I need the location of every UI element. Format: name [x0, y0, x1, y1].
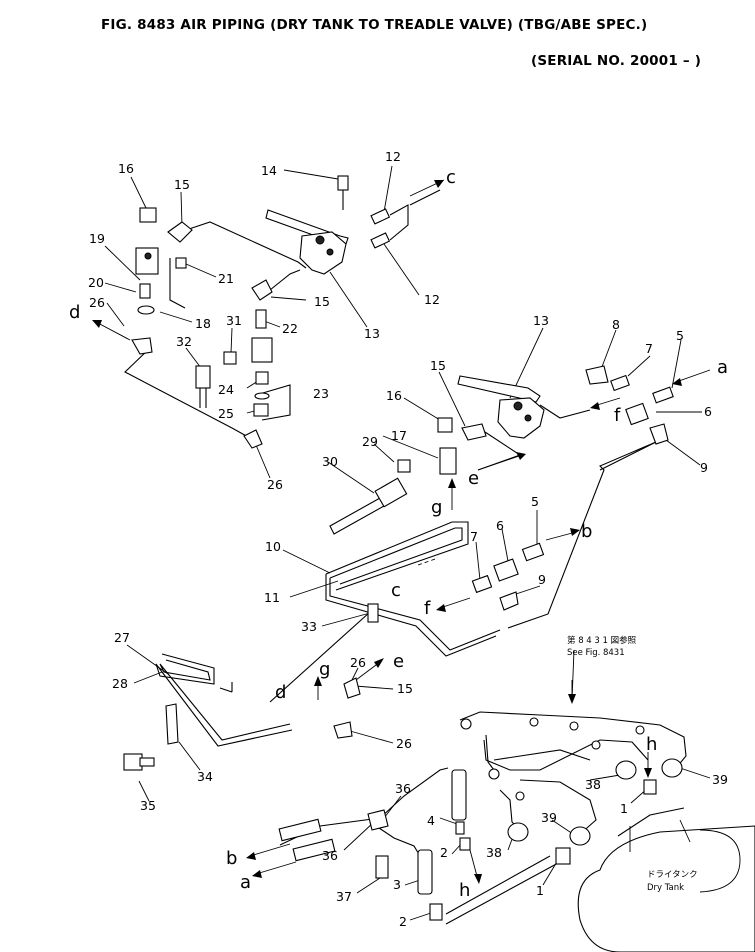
- dry-tank: [577, 819, 755, 952]
- label-10: 10: [265, 539, 281, 554]
- label-15: 15: [397, 681, 413, 696]
- label-35: 35: [140, 798, 156, 813]
- label-15: 15: [314, 294, 330, 309]
- tank-label-en: Dry Tank: [647, 883, 684, 893]
- treadle-valve-upper: [265, 175, 349, 275]
- label-23: 23: [313, 386, 329, 401]
- reference-note-jp: 第 8 4 3 1 図参照: [567, 635, 637, 646]
- label-26: 26: [267, 477, 283, 492]
- label-33: 33: [301, 619, 317, 634]
- label-4: 4: [427, 813, 435, 828]
- connection-a: a: [717, 357, 728, 378]
- label-27: 27: [114, 630, 130, 645]
- connection-g: g: [431, 497, 442, 518]
- connection-letters: c d a f e g b c f g e d h b a h: [69, 167, 728, 901]
- label-7: 7: [645, 341, 653, 356]
- label-1: 1: [536, 883, 544, 898]
- label-36: 36: [395, 781, 411, 796]
- label-36: 36: [322, 848, 338, 863]
- label-38: 38: [585, 777, 601, 792]
- serial-number: (SERIAL NO. 20001 – ): [531, 53, 702, 69]
- figure-title: FIG. 8483 AIR PIPING (DRY TANK TO TREADL…: [101, 17, 648, 33]
- label-9: 9: [700, 460, 708, 475]
- label-16: 16: [118, 161, 134, 176]
- label-26: 26: [396, 736, 412, 751]
- label-25: 25: [218, 406, 234, 421]
- notes: 第 8 4 3 1 図参照 See Fig. 8431 ドライタンク Dry T…: [567, 635, 698, 893]
- label-22: 22: [282, 321, 298, 336]
- label-5: 5: [531, 494, 539, 509]
- label-9: 9: [538, 572, 546, 587]
- label-8: 8: [612, 317, 620, 332]
- label-32: 32: [176, 334, 192, 349]
- part-labels: 16 15 14 12 19 21 15 12 20 18 26 31 22 1…: [88, 149, 728, 929]
- label-12: 12: [424, 292, 440, 307]
- label-6: 6: [704, 404, 712, 419]
- flow-arrows: [92, 179, 711, 884]
- label-15: 15: [174, 177, 190, 192]
- label-26: 26: [350, 655, 366, 670]
- label-3: 3: [393, 877, 401, 892]
- reference-note-en: See Fig. 8431: [567, 648, 625, 658]
- connection-h: h: [459, 880, 470, 901]
- treadle-valve-lower: [457, 375, 545, 439]
- connection-d: d: [69, 302, 80, 323]
- label-2: 2: [399, 914, 407, 929]
- label-13: 13: [364, 326, 380, 341]
- label-2: 2: [440, 845, 448, 860]
- label-37: 37: [336, 889, 352, 904]
- label-29: 29: [362, 434, 378, 449]
- connection-b: b: [581, 521, 592, 542]
- label-18: 18: [195, 316, 211, 331]
- label-16: 16: [386, 388, 402, 403]
- label-13: 13: [533, 313, 549, 328]
- connection-a: a: [240, 872, 251, 893]
- label-7: 7: [470, 529, 478, 544]
- label-11: 11: [264, 590, 280, 605]
- connection-g: g: [319, 659, 330, 680]
- label-1: 1: [620, 801, 628, 816]
- label-20: 20: [88, 275, 104, 290]
- label-6: 6: [496, 518, 504, 533]
- connection-f: f: [614, 405, 621, 426]
- label-24: 24: [218, 382, 234, 397]
- pipe-lines: [124, 189, 687, 925]
- label-39: 39: [541, 810, 557, 825]
- connection-f: f: [424, 598, 431, 619]
- connection-c: c: [391, 580, 401, 601]
- label-12: 12: [385, 149, 401, 164]
- connection-e: e: [393, 651, 404, 672]
- connection-b: b: [226, 848, 237, 869]
- label-39: 39: [712, 772, 728, 787]
- label-19: 19: [89, 231, 105, 246]
- label-38: 38: [486, 845, 502, 860]
- parts: [123, 175, 683, 921]
- label-28: 28: [112, 676, 128, 691]
- label-34: 34: [197, 769, 213, 784]
- label-21: 21: [218, 271, 234, 286]
- label-5: 5: [676, 328, 684, 343]
- connection-h: h: [646, 734, 657, 755]
- tank-label-jp: ドライタンク: [647, 870, 698, 880]
- label-31: 31: [226, 313, 242, 328]
- connection-d: d: [275, 682, 286, 703]
- label-30: 30: [322, 454, 338, 469]
- label-15: 15: [430, 358, 446, 373]
- connection-c: c: [446, 167, 456, 188]
- connection-e: e: [468, 468, 479, 489]
- label-14: 14: [261, 163, 277, 178]
- label-17: 17: [391, 428, 407, 443]
- label-26: 26: [89, 295, 105, 310]
